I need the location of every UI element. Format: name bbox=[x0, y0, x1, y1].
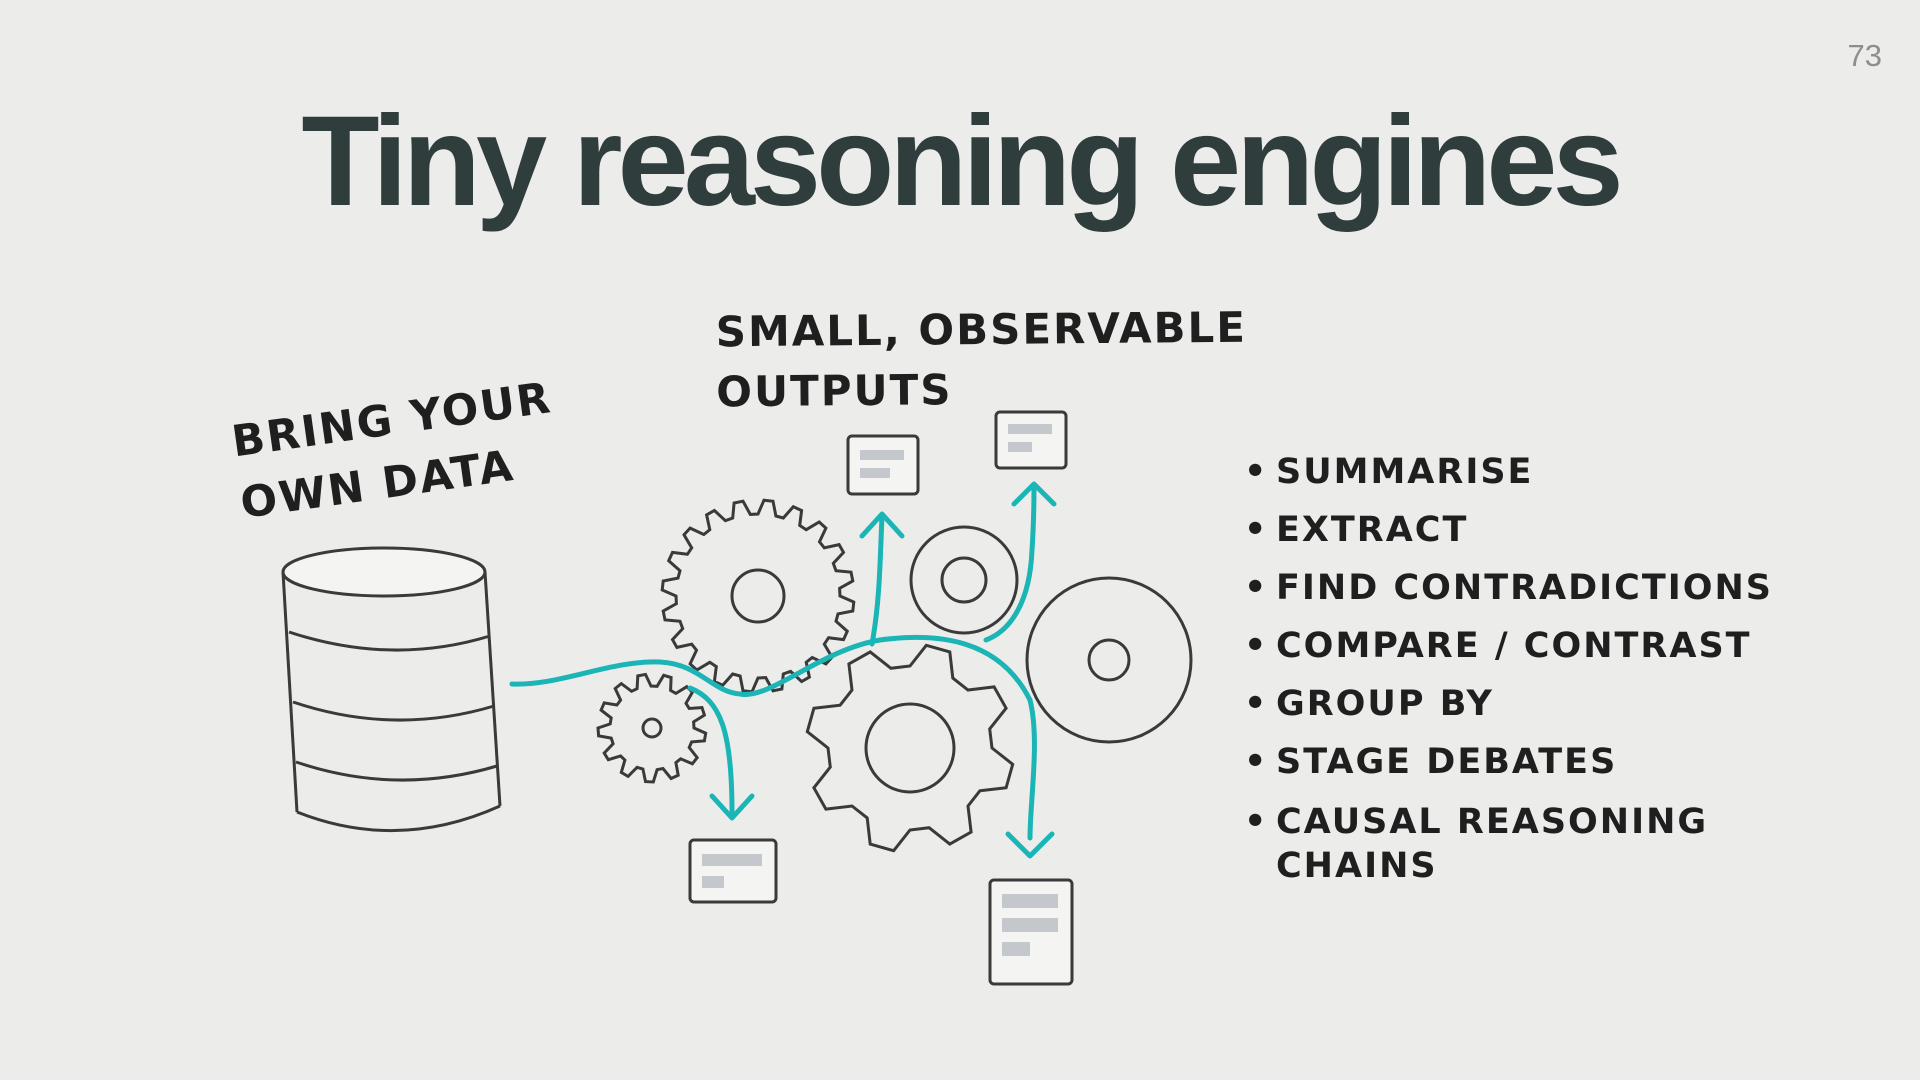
flow-line-up-left bbox=[869, 513, 885, 647]
document-icon bbox=[688, 838, 778, 904]
slide-number: 73 bbox=[1847, 38, 1882, 73]
arrow-icon bbox=[1005, 831, 1055, 859]
arrow-icon bbox=[709, 793, 755, 821]
document-icon bbox=[846, 434, 920, 496]
capability-item: SUMMARISE bbox=[1244, 452, 1773, 510]
arrow-icon bbox=[1011, 481, 1057, 507]
capabilities-list: SUMMARISE EXTRACT FIND CONTRADICTIONS CO… bbox=[1244, 452, 1773, 896]
capability-item: FIND CONTRADICTIONS bbox=[1244, 568, 1773, 626]
document-icon bbox=[988, 878, 1074, 986]
capability-item: EXTRACT bbox=[1244, 510, 1773, 568]
gear-icon bbox=[596, 672, 708, 784]
flow-line-down-left bbox=[687, 685, 735, 815]
flow-line-up-right bbox=[983, 483, 1037, 643]
database-icon bbox=[281, 546, 502, 833]
capability-item: GROUP BY bbox=[1244, 684, 1773, 742]
document-icon bbox=[994, 410, 1068, 470]
slide-title: Tiny reasoning engines bbox=[301, 90, 1623, 233]
gear-icon bbox=[660, 498, 856, 694]
gear-icon bbox=[909, 525, 1019, 635]
gear-icon bbox=[1025, 576, 1193, 744]
data-flow-arrows bbox=[509, 481, 1057, 859]
flow-line-main bbox=[509, 634, 1037, 841]
capability-item: COMPARE / CONTRAST bbox=[1244, 626, 1773, 684]
gear-icon bbox=[805, 643, 1015, 853]
arrow-icon bbox=[859, 511, 905, 539]
capability-item: STAGE DEBATES bbox=[1244, 742, 1773, 800]
capability-item: CAUSAL REASONING CHAINS bbox=[1244, 800, 1716, 896]
